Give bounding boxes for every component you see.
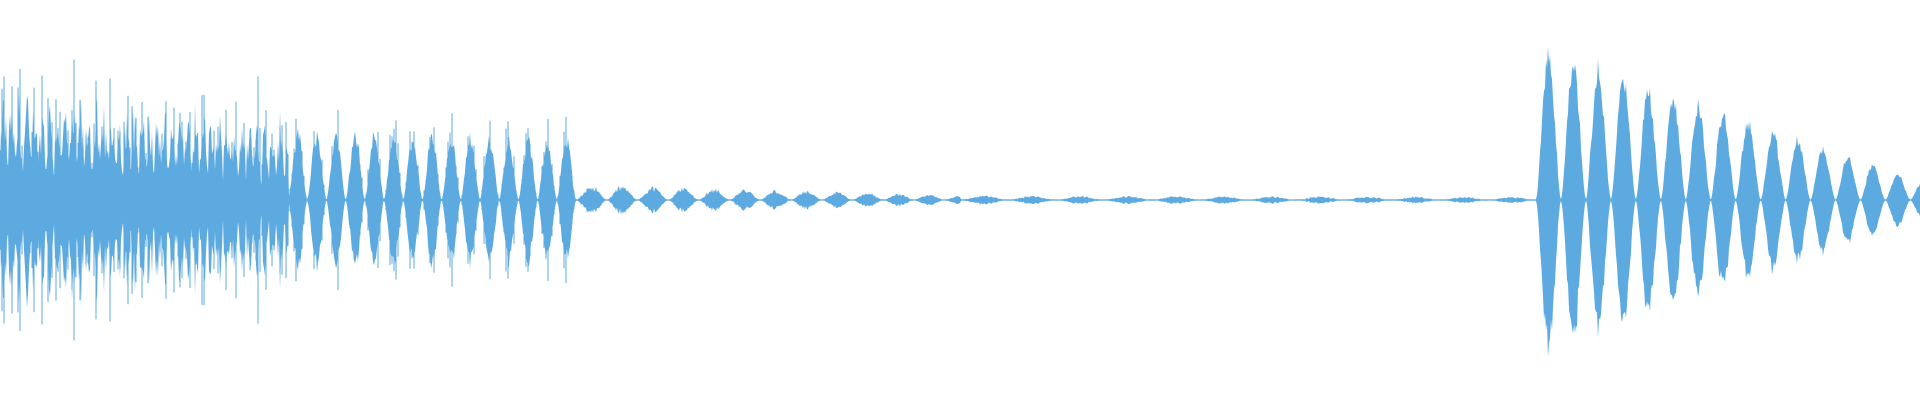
waveform-samples bbox=[0, 46, 1920, 358]
waveform-envelope bbox=[0, 46, 1920, 358]
